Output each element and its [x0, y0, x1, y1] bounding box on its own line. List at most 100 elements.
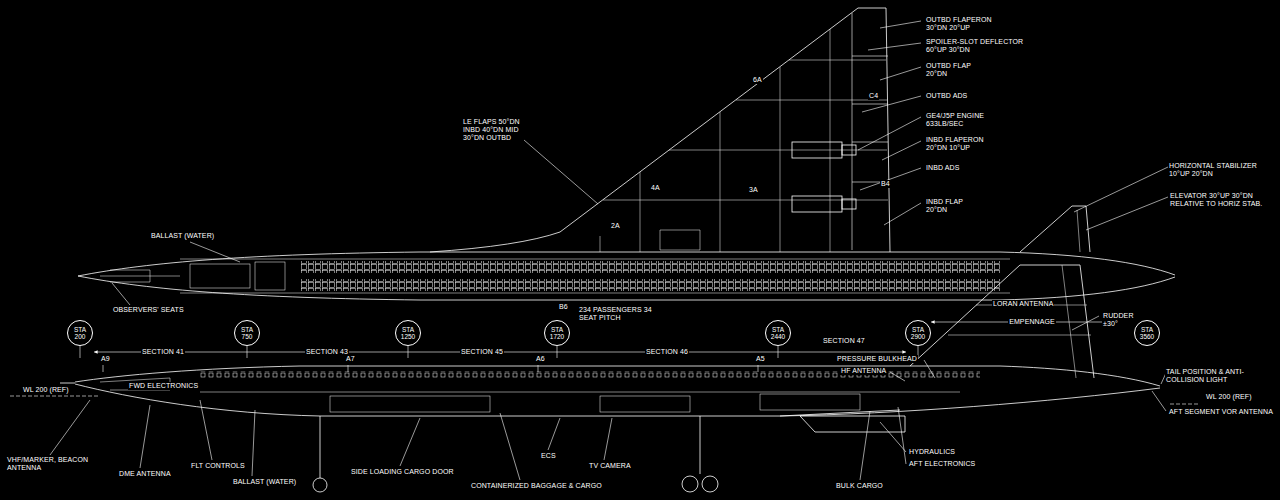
callout-label: ECS	[540, 452, 557, 460]
leader-line	[140, 405, 150, 468]
leader-line	[924, 360, 935, 378]
callout-label: EMPENNAGE	[1008, 318, 1056, 326]
callout-label: 4A	[650, 184, 661, 192]
leader-line	[524, 140, 598, 204]
callout-label: WL 200 (REF)	[1205, 393, 1253, 401]
side-view	[948, 305, 1091, 335]
callout-label: A6	[535, 355, 546, 363]
leader-line	[1152, 391, 1166, 411]
callout-label: ELEVATOR 30°UP 30°DN RELATIVE TO HORIZ S…	[1169, 192, 1275, 208]
callout-label: OUTBD FLAPERON 30°DN 20°UP	[925, 16, 1007, 32]
callout-label: WL 200 (REF)	[22, 386, 70, 394]
station-label: STA 1720	[547, 326, 567, 340]
dimension-line	[10, 322, 1200, 404]
side-view	[600, 396, 690, 412]
plan-view	[255, 262, 285, 290]
plan-view	[640, 29, 830, 252]
plan-view	[600, 230, 700, 252]
plan-view	[1020, 206, 1090, 252]
leader-line	[1072, 316, 1099, 330]
plan-view	[603, 60, 888, 200]
plan-view	[852, 13, 853, 250]
callout-label: VHF/MARKER, BEACON ANTENNA	[6, 456, 96, 472]
leader-line	[1086, 197, 1168, 230]
callout-label: A9	[100, 355, 111, 363]
plan-view	[180, 259, 1010, 293]
plan-view	[792, 142, 842, 158]
callout-label: FLT CONTROLS	[190, 462, 246, 470]
callout-label: SECTION 46	[645, 348, 689, 356]
callout-label: HF ANTENNA	[840, 367, 887, 375]
callout-label: RUDDER ±30°	[1102, 312, 1140, 328]
dimension-line	[1170, 404, 1200, 405]
station-circle: STA 200	[67, 320, 93, 346]
side-view	[330, 396, 490, 412]
station-circle: STA 750	[234, 320, 260, 346]
leader-line	[400, 418, 420, 466]
leader-line	[860, 168, 921, 190]
side-view	[800, 416, 905, 432]
callout-label: SECTION 41	[141, 348, 185, 356]
leader-line	[882, 141, 921, 160]
callout-label: 234 PASSENGERS 34 SEAT PITCH	[578, 306, 655, 322]
plan-view	[852, 56, 888, 182]
callout-label: SECTION 47	[822, 337, 866, 345]
station-label: STA 1250	[398, 326, 418, 340]
leader-line	[860, 411, 870, 480]
plan-view	[78, 8, 1175, 300]
leader-line	[190, 242, 240, 262]
callout-label: TV CAMERA	[588, 462, 632, 470]
callout-label: DME ANTENNA	[118, 470, 172, 478]
side-view	[60, 265, 1160, 492]
callout-label: BALLAST (WATER)	[150, 232, 215, 240]
callout-label: PRESSURE BULKHEAD	[836, 355, 918, 363]
station-circle: STA 2440	[765, 320, 791, 346]
side-view	[780, 410, 900, 416]
plan-view	[300, 261, 1000, 273]
callout-label: BULK CARGO	[835, 482, 884, 490]
station-label: STA 200	[70, 326, 90, 340]
callout-label: LORAN ANTENNA	[992, 300, 1054, 308]
side-view	[75, 366, 1160, 386]
leader-line	[112, 283, 130, 305]
station-circle: STA 2900	[905, 320, 931, 346]
callout-label: 2A	[610, 222, 621, 230]
callout-label: GE4/J5P ENGINE 633LB/SEC	[925, 112, 1002, 128]
leader-line	[252, 410, 255, 476]
callout-label: A5	[755, 355, 766, 363]
station-circle: STA 1720	[544, 320, 570, 346]
leader-line	[898, 407, 906, 464]
callout-label: OUTBD FLAP 20°DN	[925, 62, 982, 78]
leader-line	[858, 117, 921, 150]
callout-label: B4	[880, 180, 891, 188]
callout-label: SPOILER-SLOT DEFLECTOR 60°UP 30°DN	[925, 38, 1032, 54]
callout-label: INBD ADS	[925, 164, 960, 172]
callout-label: OBSERVERS' SEATS	[112, 306, 185, 314]
callout-label: 3A	[748, 186, 759, 194]
leader-line	[868, 43, 921, 50]
callout-label: SECTION 45	[460, 348, 504, 356]
callout-label: C4	[868, 92, 879, 100]
leader-line	[880, 67, 921, 80]
dimension-line	[103, 365, 758, 372]
leader-line	[548, 418, 560, 450]
side-view	[682, 476, 698, 492]
callout-label: HYDRAULICS	[908, 448, 956, 456]
callout-label: AFT ELECTRONICS	[908, 460, 976, 468]
callout-label: HORIZONTAL STABILIZER 10°UP 20°DN	[1168, 162, 1275, 178]
leader-line	[604, 418, 612, 460]
side-view	[313, 478, 327, 492]
plan-view	[792, 196, 842, 212]
plan-view	[190, 264, 250, 288]
station-label: STA 3560	[1137, 326, 1157, 340]
callout-label: 6A	[752, 76, 763, 84]
plan-view	[100, 270, 180, 282]
side-view	[702, 476, 718, 492]
callout-label: INBD FLAPERON 20°DN 10°UP	[925, 136, 999, 152]
plan-view	[300, 279, 1000, 291]
side-view	[200, 392, 960, 393]
callout-label: BALLAST (WATER)	[232, 478, 297, 486]
station-label: STA 2440	[768, 326, 788, 340]
leader-line	[500, 413, 520, 480]
